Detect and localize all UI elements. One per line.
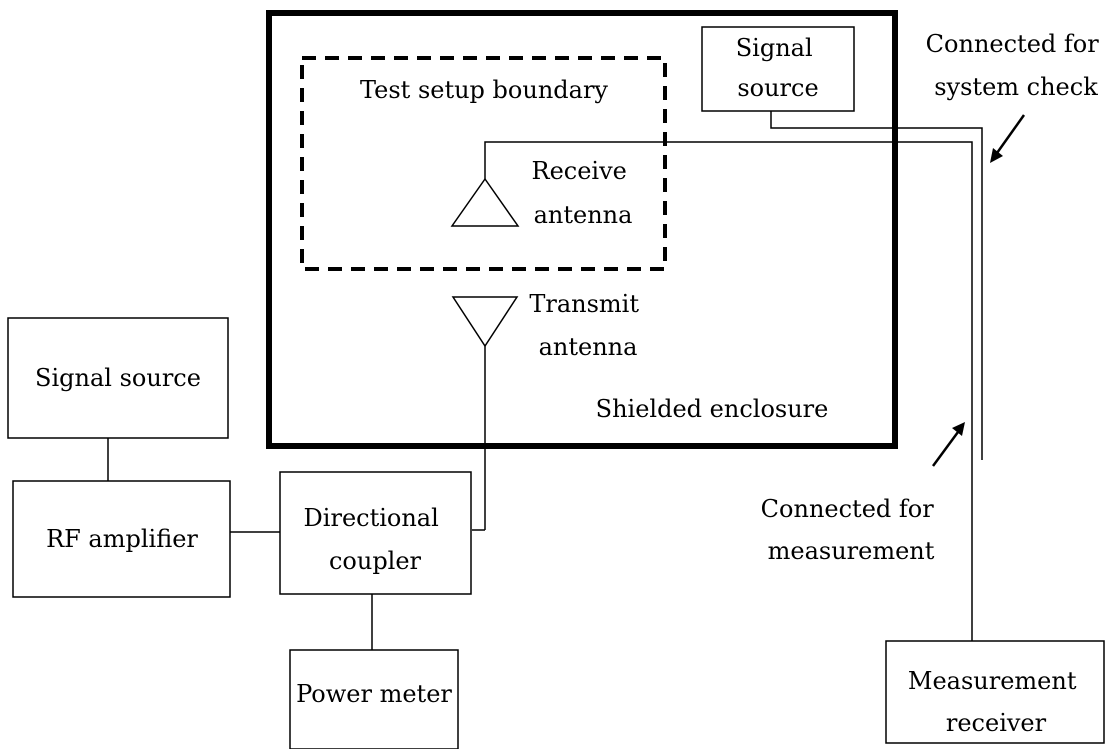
rf-amplifier-box bbox=[12, 480, 231, 598]
signal-source-label: Signal source bbox=[35, 364, 201, 392]
inner-signal-source-label: Signal source bbox=[736, 34, 821, 102]
receive-antenna-cable bbox=[484, 141, 973, 641]
connected-for-measurement-label: Connected for measurement bbox=[761, 495, 942, 565]
measurement-arrow bbox=[931, 431, 960, 467]
test-setup-boundary-label: Test setup boundary bbox=[360, 76, 608, 104]
rf-amplifier-label: RF amplifier bbox=[46, 525, 198, 553]
directional-coupler-box bbox=[279, 471, 472, 595]
measurement-arrowhead bbox=[952, 422, 965, 436]
measurement-receiver-label: Measurement receiver bbox=[908, 667, 1084, 737]
system-check-cable bbox=[770, 111, 983, 460]
transmit-antenna-label: Transmit antenna bbox=[529, 290, 646, 361]
receive-antenna-icon bbox=[450, 177, 520, 227]
test-setup-boundary bbox=[300, 56, 667, 271]
inner-signal-source-box bbox=[701, 26, 855, 112]
shielded-enclosure bbox=[266, 10, 898, 449]
power-meter-label: Power meter bbox=[296, 680, 452, 708]
signal-source-box bbox=[7, 317, 229, 439]
measurement-receiver-box bbox=[885, 640, 1105, 744]
system-check-arrowhead bbox=[990, 148, 1003, 163]
connected-for-system-check-label: Connected for system check bbox=[926, 30, 1107, 101]
transmit-antenna-icon bbox=[451, 296, 519, 348]
directional-coupler-label: Directional coupler bbox=[304, 504, 447, 575]
power-meter-box bbox=[289, 649, 459, 749]
system-check-arrow bbox=[995, 114, 1026, 154]
shielded-enclosure-label: Shielded enclosure bbox=[596, 395, 829, 423]
receive-antenna-label: Receive antenna bbox=[532, 157, 635, 229]
